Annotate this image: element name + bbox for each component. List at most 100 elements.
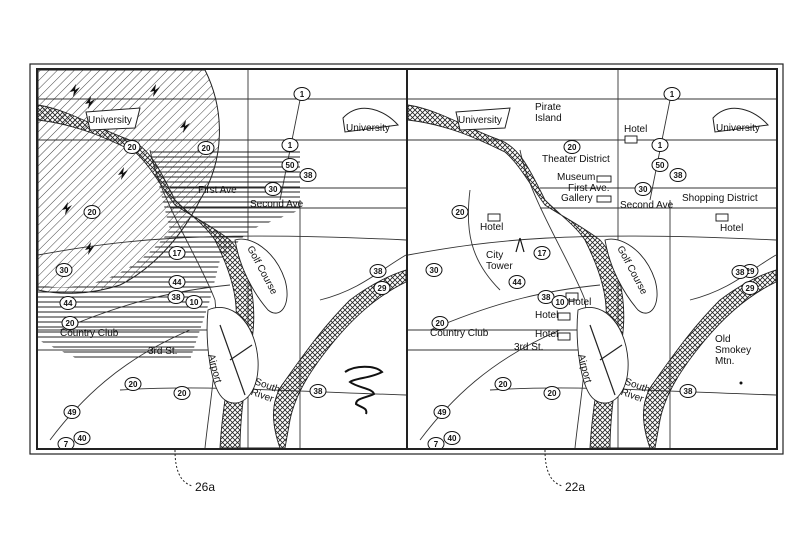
- left-university-east-area: [342, 107, 399, 133]
- right-label-university: University: [458, 115, 502, 126]
- right-route-shield: 20: [563, 140, 581, 154]
- route-shield-shape: [299, 168, 317, 182]
- left-route-shield: 49: [63, 405, 81, 419]
- route-shield-number: 20: [88, 208, 97, 217]
- route-shield-shape: [309, 384, 327, 398]
- left-route-shield: 38: [299, 168, 317, 182]
- left-university-area: [85, 107, 141, 131]
- route-shield-shape: [431, 316, 449, 330]
- route-shield-number: 38: [172, 293, 181, 302]
- route-shield-number: 50: [286, 161, 295, 170]
- route-shield-shape: [168, 246, 186, 260]
- right-river: [408, 104, 776, 448]
- right-route-shield: 44: [508, 275, 526, 289]
- right-university-east-area: [712, 107, 769, 133]
- left-route-shield: 44: [59, 296, 77, 310]
- route-shield-number: 10: [190, 298, 199, 307]
- route-shield-shape: [281, 138, 299, 152]
- left-route-shield: 10: [185, 295, 203, 309]
- left-route-shield: 40: [73, 431, 91, 445]
- lightning-icons: [62, 84, 190, 255]
- route-shield-number: 7: [434, 440, 439, 449]
- route-shield-number: 49: [68, 408, 77, 417]
- route-shield-number: 17: [173, 249, 182, 258]
- left-runway: [219, 324, 246, 396]
- right-label-gallery: Gallery: [561, 193, 593, 204]
- ref-leader-22a: [544, 449, 563, 487]
- right-route-shield: 1: [651, 138, 669, 152]
- tornado-icon: [344, 365, 384, 415]
- outer-frame: [29, 63, 784, 455]
- route-shield-number: 40: [448, 434, 457, 443]
- route-shield-shape: [369, 264, 387, 278]
- right-route-shield: 49: [433, 405, 451, 419]
- route-shield-number: 20: [548, 389, 557, 398]
- route-shield-number: 10: [556, 298, 565, 307]
- route-shield-number: 1: [658, 141, 663, 150]
- right-route-shield: 20: [543, 386, 561, 400]
- hotel-icons: [487, 135, 729, 341]
- route-shield-number: 30: [639, 185, 648, 194]
- route-shield-shape: [669, 168, 687, 182]
- route-shield-number: 44: [173, 278, 182, 287]
- route-shield-shape: [293, 87, 311, 101]
- right-route-shield: 20: [431, 316, 449, 330]
- right-university-area: [455, 107, 511, 131]
- ref-label-26a: 26a: [195, 480, 215, 494]
- route-shield-shape: [494, 377, 512, 391]
- right-route-shield: 29: [741, 281, 759, 295]
- route-shield-number: 30: [60, 266, 69, 275]
- right-route-shield: 38: [679, 384, 697, 398]
- right-runway: [589, 324, 616, 396]
- left-route-shield: 20: [197, 141, 215, 155]
- route-shield-shape: [741, 281, 759, 295]
- right-route-shield: 7: [427, 437, 445, 449]
- right-airport-area: [576, 307, 629, 404]
- route-shield-shape: [451, 205, 469, 219]
- ref-label-22a: 22a: [565, 480, 585, 494]
- route-shield-shape: [124, 377, 142, 391]
- route-shield-shape: [83, 205, 101, 219]
- route-shield-number: 1: [670, 90, 675, 99]
- right-label-hotel-1: Hotel: [624, 124, 647, 135]
- right-label-museum: Museum: [557, 172, 595, 183]
- route-shield-number: 20: [499, 380, 508, 389]
- left-route-shield: 7: [57, 437, 75, 448]
- left-route-shield: 20: [61, 316, 79, 330]
- route-shield-number: 20: [568, 143, 577, 152]
- right-route-shield: 17: [533, 246, 551, 260]
- route-shield-shape: [185, 295, 203, 309]
- route-shield-number: 40: [78, 434, 87, 443]
- route-shield-shape: [59, 296, 77, 310]
- route-shield-number: 1: [288, 141, 293, 150]
- left-route-shield: 20: [124, 377, 142, 391]
- route-shield-shape: [281, 158, 299, 172]
- right-route-shield: 50: [651, 158, 669, 172]
- left-route-shield: 38: [369, 264, 387, 278]
- route-shield-number: 38: [684, 387, 693, 396]
- route-shield-number: 44: [64, 299, 73, 308]
- route-shield-shape: [61, 316, 79, 330]
- route-shield-shape: [63, 405, 81, 419]
- route-shield-shape: [551, 295, 569, 309]
- right-label-hotel-4: Hotel: [568, 297, 591, 308]
- left-route-shield: 17: [168, 246, 186, 260]
- left-route-shield: 1: [293, 87, 311, 101]
- right-route-shield: 38: [669, 168, 687, 182]
- route-shield-number: 38: [374, 267, 383, 276]
- right-golf-course: [604, 238, 658, 314]
- right-route-shield: 30: [634, 182, 652, 196]
- right-route-shield: 1: [663, 87, 681, 101]
- route-shield-shape: [373, 281, 391, 295]
- left-label-second-ave: Second Ave: [250, 199, 304, 210]
- left-route-shield: 20: [83, 205, 101, 219]
- old-smokey-peak-icon: [739, 381, 743, 385]
- route-shield-shape: [679, 384, 697, 398]
- right-label-university-east: University: [716, 123, 760, 134]
- left-label-country-club: Country Club: [60, 328, 119, 339]
- route-shield-shape: [563, 140, 581, 154]
- right-runway-2: [599, 344, 623, 361]
- left-route-shield: 1: [281, 138, 299, 152]
- route-shield-shape: [57, 437, 75, 448]
